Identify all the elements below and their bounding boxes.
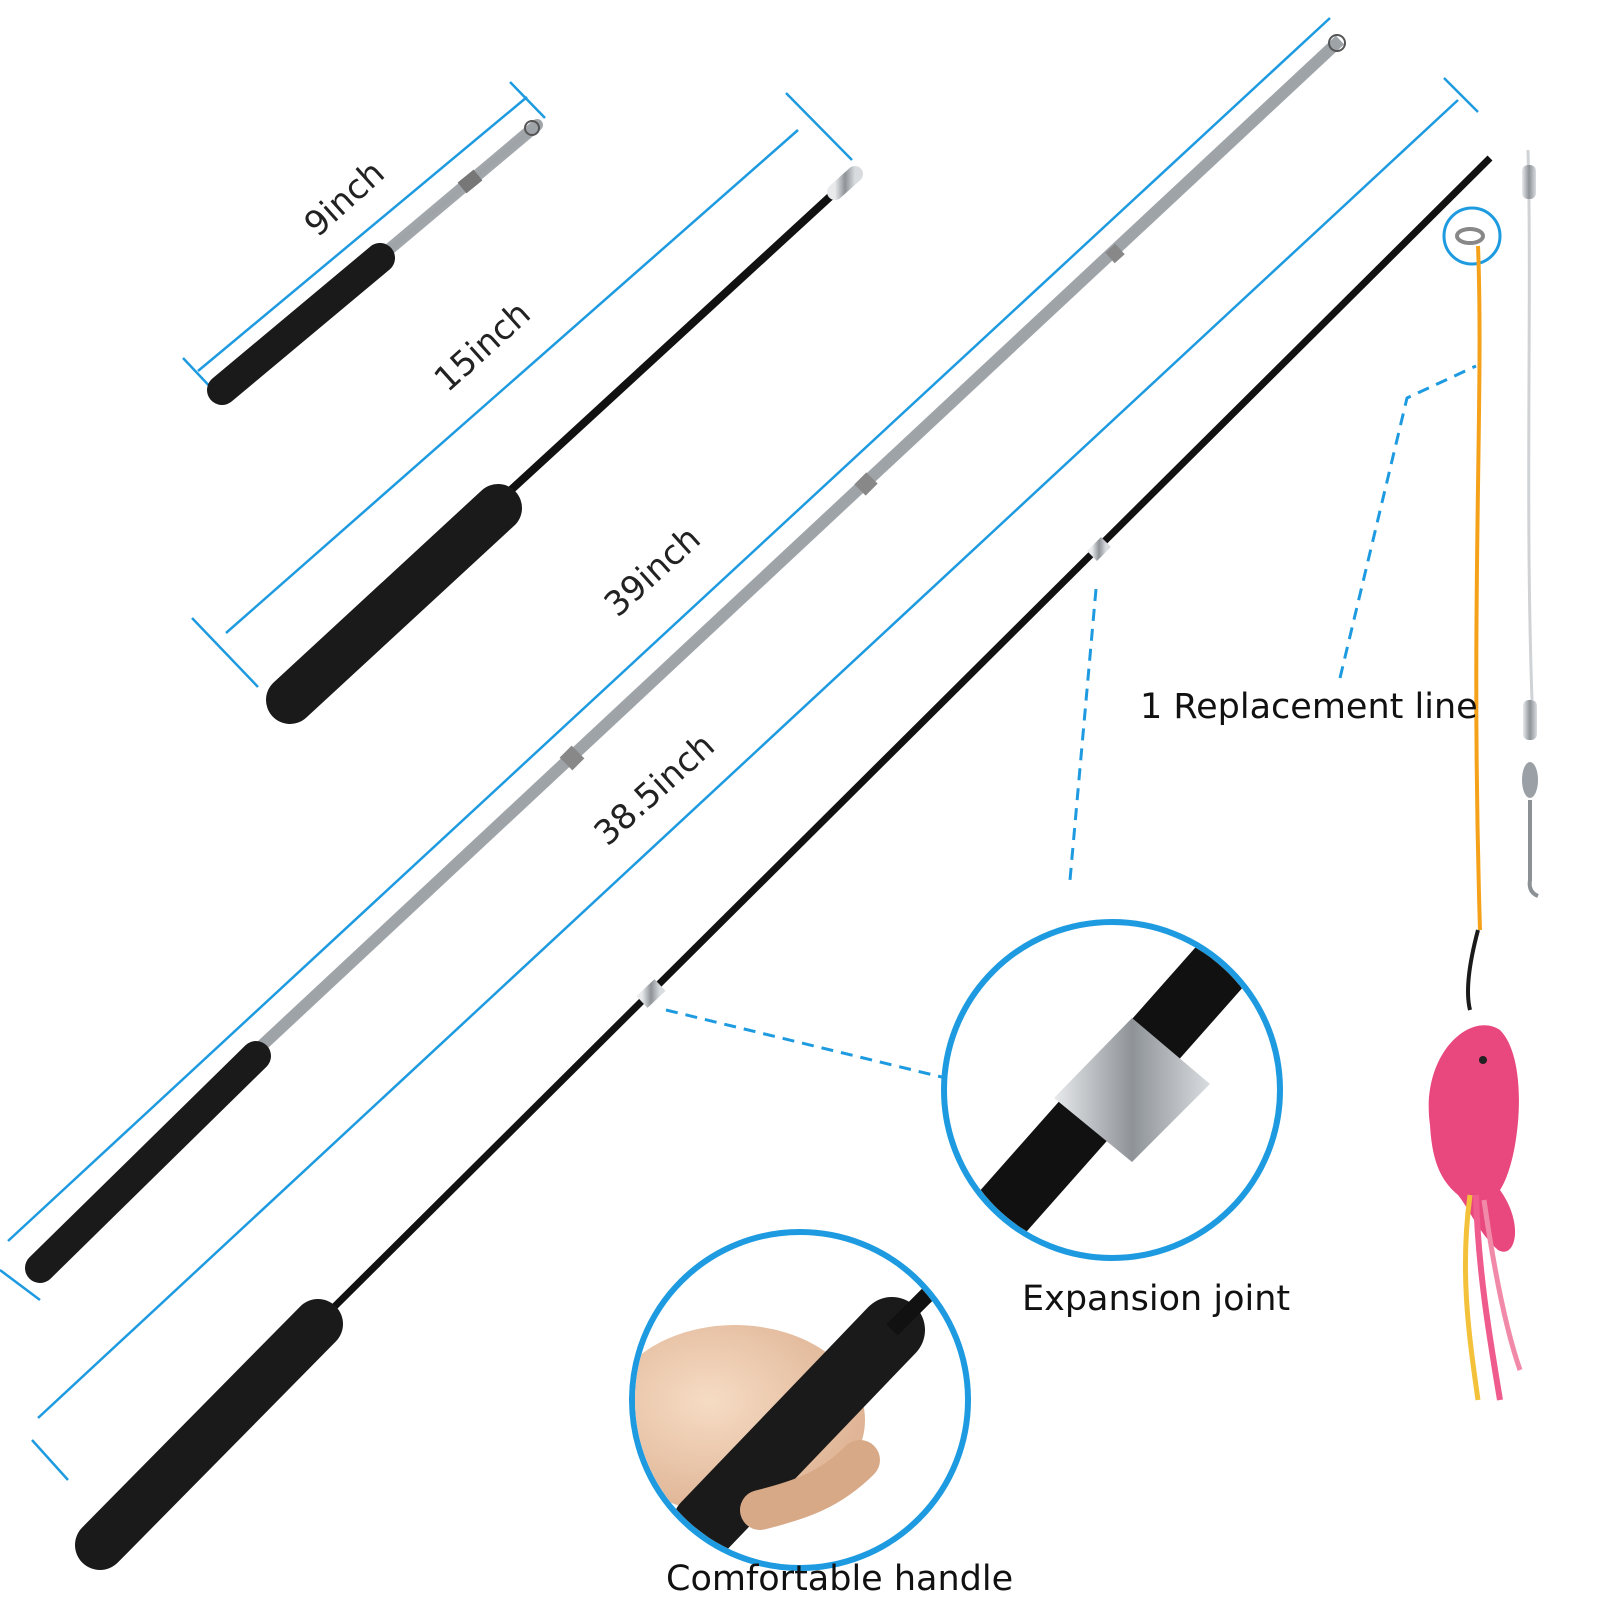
- fish-toy: [1428, 929, 1523, 1401]
- caption-comfortable-handle: Comfortable handle: [666, 1559, 1013, 1599]
- expansion-joint-detail: [941, 919, 1283, 1261]
- replacement-line-clear: [1522, 149, 1539, 898]
- dim-label-9inch: 9inch: [297, 153, 393, 245]
- caption-expansion-joint: Expansion joint: [1022, 1279, 1290, 1319]
- wand-telescopic-long: [25, 34, 1346, 1283]
- dimension-15inch: [191, 92, 853, 688]
- dim-label-38-5inch: 38.5inch: [587, 726, 723, 854]
- wand-telescopic-short: [207, 119, 543, 405]
- caption-replacement-line: 1 Replacement line: [1140, 687, 1478, 727]
- wand-black-38-5inch: [75, 155, 1493, 1570]
- dim-label-15inch: 15inch: [427, 294, 539, 400]
- callout-dashes: [665, 364, 1477, 1082]
- dimension-39inch: [0, 17, 1331, 1301]
- comfortable-handle-detail: [629, 1229, 971, 1571]
- wand-black-15inch: [266, 166, 863, 724]
- dimension-38-5inch: [31, 77, 1479, 1481]
- replacement-line-orange: [1442, 206, 1502, 931]
